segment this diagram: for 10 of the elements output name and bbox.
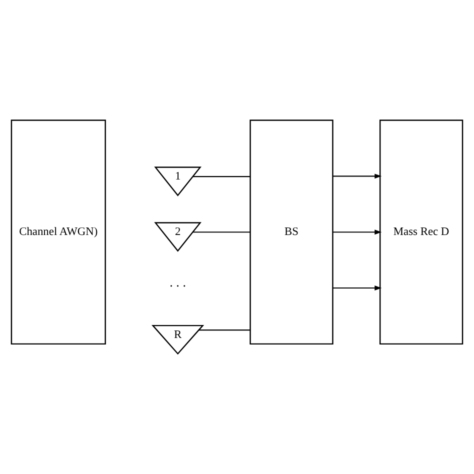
- arrow: [332, 230, 382, 235]
- connector: [192, 232, 250, 233]
- node-box: BS: [250, 120, 334, 345]
- connector: [198, 330, 250, 331]
- node-box: Mass Rec D: [379, 120, 464, 345]
- arrow: [332, 174, 382, 179]
- node-box: Channel AWGN): [10, 120, 106, 345]
- connector: [192, 176, 250, 178]
- label: . . .: [170, 274, 186, 290]
- arrow: [332, 286, 382, 290]
